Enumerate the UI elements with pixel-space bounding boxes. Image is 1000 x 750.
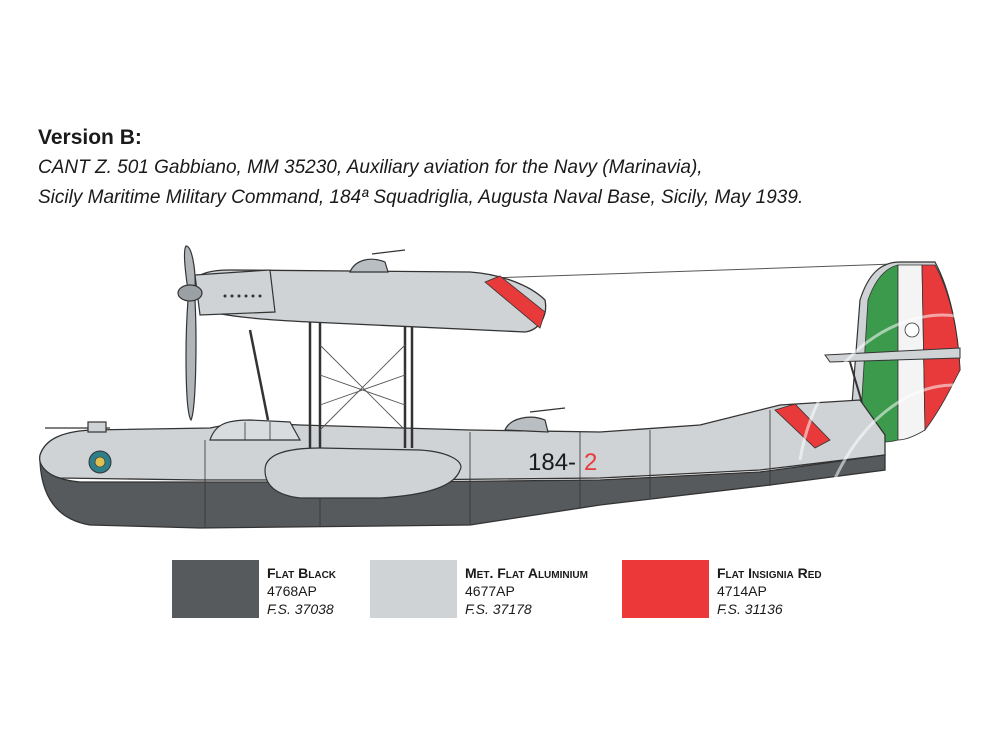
paint-name: Flat Insignia Red (717, 565, 822, 581)
swatch-aluminium (370, 560, 457, 618)
engine-nacelle (194, 269, 276, 316)
caption-block: Version B: CANT Z. 501 Gabbiano, MM 3523… (38, 126, 938, 213)
color-legend: Flat Black 4768AP F.S. 37038 Met. Flat A… (0, 560, 1000, 630)
caption-line-1: CANT Z. 501 Gabbiano, MM 35230, Auxiliar… (38, 157, 703, 178)
nose-roundel-inner (94, 456, 106, 468)
hull-panel-lines (204, 410, 771, 528)
nose-gun-icon (45, 421, 110, 433)
swatch-insignia-red (622, 560, 709, 618)
paint-name: Met. Flat Aluminium (465, 565, 588, 581)
paint-fs: F.S. 37178 (465, 601, 532, 617)
propeller-icon (177, 245, 203, 422)
nacelle-vents (223, 294, 262, 298)
wing-struts (248, 320, 414, 448)
aircraft-code-number: 184- (528, 449, 576, 476)
aircraft-profile-illustration: 184- 2 (39, 245, 961, 529)
engine-gun-icon (349, 249, 406, 273)
wing-float (264, 447, 462, 499)
rudder-red (921, 264, 961, 432)
swatch-label-aluminium: Met. Flat Aluminium 4677AP F.S. 37178 (465, 564, 588, 618)
swatch-label-insignia-red: Flat Insignia Red 4714AP F.S. 31136 (717, 564, 822, 618)
hull-upper (39, 399, 886, 481)
paint-fs: F.S. 37038 (267, 601, 334, 617)
cockpit-canopy (209, 419, 302, 441)
savoy-crest-icon (904, 322, 920, 338)
paint-fs: F.S. 31136 (717, 601, 783, 617)
parasol-wing (194, 269, 547, 333)
paint-code: 4768AP (267, 583, 317, 599)
version-title: Version B: (38, 126, 142, 149)
wing-tip-red (484, 275, 546, 329)
caption-line-2: Sicily Maritime Military Command, 184ª S… (38, 187, 804, 208)
paint-code: 4677AP (465, 583, 515, 599)
aerial-wire (489, 263, 896, 279)
paint-code: 4714AP (717, 583, 767, 599)
aircraft-code-suffix: 2 (584, 449, 597, 476)
swatch-flat-black (172, 560, 259, 618)
paint-name: Flat Black (267, 565, 337, 581)
swatch-label-flat-black: Flat Black 4768AP F.S. 37038 (267, 564, 336, 618)
rigging-wires (319, 344, 406, 431)
dorsal-gun-icon (504, 407, 566, 433)
